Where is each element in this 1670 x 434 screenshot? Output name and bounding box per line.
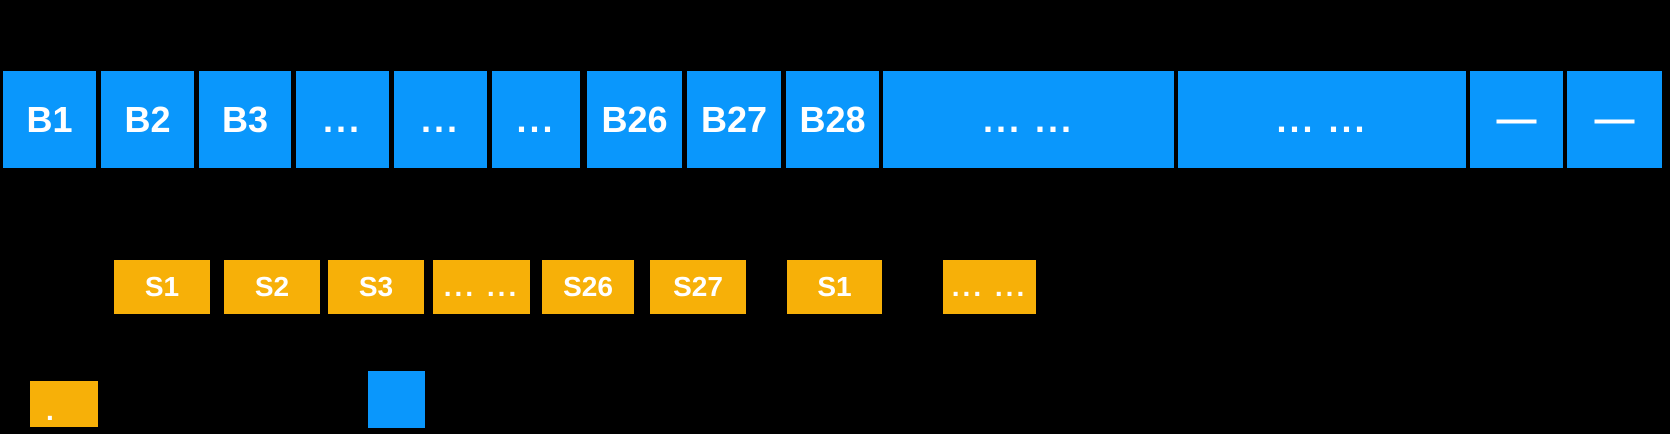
shard-box-s2: S2 [224, 260, 320, 314]
block-box-b2: B2 [101, 71, 194, 168]
block-box-dash-2: — [1567, 71, 1662, 168]
ellipsis-label: ... [420, 98, 460, 140]
block-label: B1 [26, 98, 73, 140]
ellipsis-label: ... ... [443, 271, 520, 302]
block-box-ellipsis-1: ... [296, 71, 389, 168]
shard-label: S2 [254, 271, 290, 302]
shard-label: S26 [563, 271, 613, 302]
block-box-b27: B27 [687, 71, 781, 168]
block-box-b3: B3 [199, 71, 291, 168]
shard-box-s27: S27 [650, 260, 746, 314]
shard-label: S1 [144, 271, 180, 302]
block-box-ellipsis-2: ... [394, 71, 487, 168]
dash-label: — [1594, 97, 1635, 141]
shard-label: S3 [358, 271, 394, 302]
shard-box-s3: S3 [328, 260, 424, 314]
block-box-b28: B28 [786, 71, 879, 168]
ellipsis-label: ... [516, 98, 556, 140]
shard-label: S27 [673, 271, 723, 302]
ellipsis-label: ... [322, 98, 362, 140]
block-box-ellipsis-3: ... [492, 71, 580, 168]
shard-box-s26: S26 [542, 260, 634, 314]
shard-box-s1: S1 [114, 260, 210, 314]
block-label: B28 [799, 98, 866, 140]
block-label: B2 [124, 98, 171, 140]
legend-blue-swatch [368, 371, 425, 428]
block-label: B27 [700, 98, 768, 140]
shard-box-ellipsis-1: ... ... [433, 260, 530, 314]
ellipsis-label: ... ... [951, 271, 1028, 302]
block-box-dash-1: — [1470, 71, 1563, 168]
shard-label: S1 [817, 271, 852, 302]
legend-orange-swatch: . [30, 381, 98, 427]
ellipsis-label: ... ... [982, 98, 1074, 140]
dash-label: — [1496, 97, 1537, 141]
block-box-b26: B26 [587, 71, 682, 168]
block-box-wide-ellipsis-2: ... ... [1178, 71, 1466, 168]
ellipsis-label: ... ... [1276, 98, 1368, 140]
shard-box-ellipsis-2: ... ... [943, 260, 1036, 314]
block-box-wide-ellipsis-1: ... ... [883, 71, 1174, 168]
block-box-b1: B1 [3, 71, 96, 168]
block-label: B26 [601, 98, 668, 140]
block-label: B3 [221, 98, 269, 140]
shard-box-s1-repeat: S1 [787, 260, 882, 314]
legend-orange-swatch-mark: . [46, 395, 54, 426]
